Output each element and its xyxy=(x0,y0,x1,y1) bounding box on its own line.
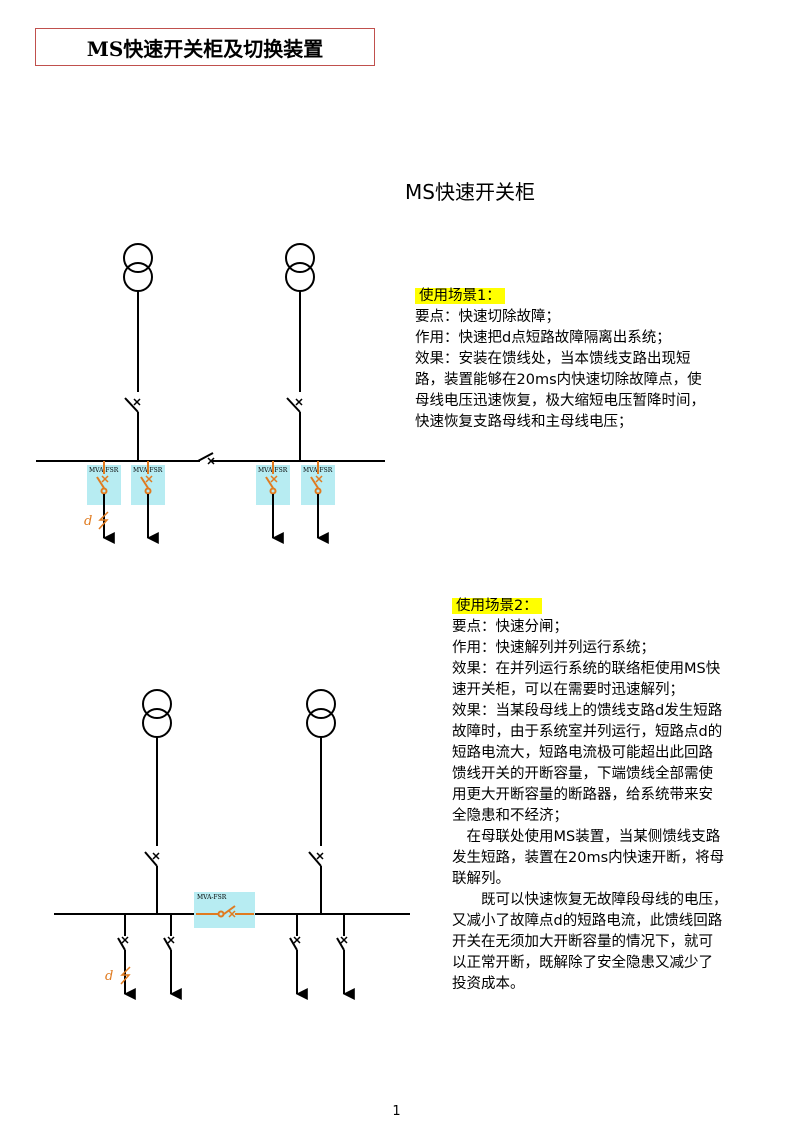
page-title: MS快速开关柜及切换装置 xyxy=(86,36,324,61)
text-line: 要点：快速分闸； xyxy=(452,619,568,635)
text-line: 在母联处使用MS装置，当某侧馈线支路 xyxy=(452,829,721,845)
text-line: 作用：快速解列并列运行系统； xyxy=(452,640,655,656)
transformer-icon xyxy=(306,689,336,738)
text-line: 投资成本。 xyxy=(452,976,525,992)
fault-point-label: d xyxy=(84,514,92,529)
text-line: 馈线开关的开断容量，下端馈线全部需使 xyxy=(452,766,713,782)
transformer-icon xyxy=(285,243,315,292)
text-line: 效果：安装在馈线处，当本馈线支路出现短 xyxy=(415,351,691,367)
text-line: 联解列。 xyxy=(452,871,510,887)
mva-fsr-bus-tie-device xyxy=(194,892,255,928)
incoming-breaker-icon xyxy=(286,397,301,413)
text-line: 短路电流大，短路电流极可能超出此回路 xyxy=(452,745,713,761)
transformer-icon xyxy=(142,689,172,738)
scene-2-text: 使用场景2： 要点：快速分闸； 作用：快速解列并列运行系统； 效果：在并列运行系… xyxy=(452,596,728,995)
text-line: 效果：在并列运行系统的联络柜使用MS快 xyxy=(452,661,721,677)
scene-1-text: 使用场景1： 要点：快速切除故障； 作用：快速把d点短路故障隔离出系统； 效果：… xyxy=(415,286,705,433)
text-line: 故障时，由于系统室并列运行，短路点d的 xyxy=(452,724,723,740)
text-line: 以正常开断，既解除了安全隐患又减少了 xyxy=(452,955,713,971)
fault-lightning-icon xyxy=(120,966,131,985)
text-line: 开关在无须加大开断容量的情况下，就可 xyxy=(452,934,713,950)
diagram-2: MVA-FSR d xyxy=(54,689,410,1000)
text-line: 快速恢复支路母线和主母线电压； xyxy=(415,414,633,430)
scene-2-heading: 使用场景2： xyxy=(452,598,542,614)
text-line: 要点：快速切除故障； xyxy=(415,309,560,325)
diagram-1: MVA-FSR MVA-FSR MVA-FSR MVA-FSR d xyxy=(36,243,385,544)
page-title-box: MS快速开关柜及切换装置 xyxy=(35,28,375,66)
transformer-icon xyxy=(123,243,153,292)
text-line: 母线电压迅速恢复，极大缩短电压暂降时间， xyxy=(415,393,705,409)
text-line: 用更大开断容量的断路器，给系统带来安 xyxy=(452,787,713,803)
text-line: 又减小了故障点d的短路电流，此馈线回路 xyxy=(452,913,723,929)
page-number: 1 xyxy=(392,1104,401,1119)
text-line: 既可以快速恢复无故障段母线的电压， xyxy=(452,892,728,908)
text-line: 发生短路，装置在20ms内快速开断，将母 xyxy=(452,850,725,866)
section-subtitle: MS快速开关柜 xyxy=(405,180,535,204)
text-line: 速开关柜，可以在需要时迅速解列； xyxy=(452,682,684,698)
text-line: 作用：快速把d点短路故障隔离出系统； xyxy=(415,330,671,346)
fault-lightning-icon xyxy=(98,511,109,530)
text-line: 效果：当某段母线上的馈线支路d发生短路 xyxy=(452,703,723,719)
incoming-breaker-icon xyxy=(144,851,158,867)
incoming-breaker-icon xyxy=(124,397,139,413)
incoming-breaker-icon xyxy=(308,851,322,867)
text-line: 路，装置能够在20ms内快速切除故障点，使 xyxy=(415,372,702,388)
device-label: MVA-FSR xyxy=(197,894,227,901)
scene-1-heading: 使用场景1： xyxy=(415,288,505,304)
fault-point-label: d xyxy=(105,969,113,984)
bus-tie-breaker-icon xyxy=(197,452,214,462)
text-line: 全隐患和不经济； xyxy=(452,808,568,824)
